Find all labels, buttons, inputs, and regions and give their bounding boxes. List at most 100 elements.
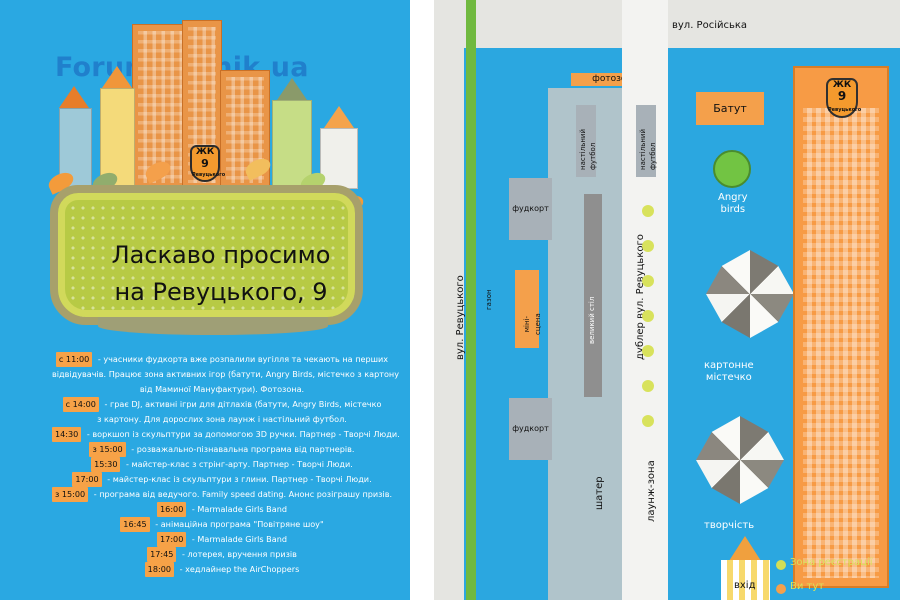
schedule-text: - учасники фудкорта вже розпалили вугілл… — [95, 354, 389, 364]
trampoline-block: Батут — [696, 92, 764, 125]
big-table-label: великий стіл — [588, 296, 596, 344]
event-schedule: с 11:00 - учасники фудкорта вже розпалил… — [52, 352, 400, 577]
schedule-line: 16:45 - анімаційна програма "Повітряне ш… — [52, 517, 392, 532]
map-jk9-badge: ЖК 9 Ревуцького — [826, 78, 862, 118]
schedule-time: 18:00 — [144, 562, 174, 577]
jk9-badge: ЖК 9 Ревуцького — [190, 145, 225, 182]
schedule-text: - програма від ведучого. Family speed da… — [91, 489, 393, 499]
welcome-sign: Ласкаво просимо на Ревуцького, 9 — [50, 185, 363, 335]
residential-building — [793, 66, 889, 588]
schedule-line: с 14:00 - грає DJ, активні ігри для дітл… — [52, 397, 392, 412]
schedule-line: 14:30 - воркшоп із скульптури за допомог… — [52, 427, 400, 442]
schedule-line: 15:30 - майстер-клас з стрінг-арту. Парт… — [52, 457, 392, 472]
schedule-text: від Маминої Мануфактури). Фотозона. — [139, 384, 305, 394]
mini-stage: міні-сцена — [515, 270, 542, 348]
welcome-line-1: Ласкаво просимо — [111, 241, 331, 269]
schedule-text: - Marmalade Girls Band — [189, 504, 287, 514]
lounge-seat — [642, 380, 654, 392]
welcome-line-2: на Ревуцького, 9 — [114, 278, 328, 306]
table-football-right-label: настільний футбол — [639, 128, 657, 170]
revutskoho-street-label: вул. Ревуцького — [455, 275, 466, 360]
lounge-seat — [642, 415, 654, 427]
badge-street-label: Ревуцького — [192, 172, 226, 178]
schedule-line: 18:00 - хедлайнер the AirChoppers — [52, 562, 392, 577]
schedule-time: 17:45 — [147, 547, 177, 562]
schedule-text: - анімаційна програма "Повітряне шоу" — [152, 519, 324, 529]
yellow-house-roof — [102, 66, 132, 88]
angry-birds-label: Angry birds — [718, 192, 748, 215]
schedule-time: с 11:00 — [55, 352, 93, 367]
you-are-here-label: Ви тут — [790, 581, 825, 592]
event-map: вул. Російська вул. Ревуцького газон фот… — [434, 0, 900, 600]
table-football-right: настільний футбол — [636, 105, 657, 177]
schedule-text: - розважально-пізнавальна програма від п… — [128, 444, 355, 454]
lounge-seat — [642, 310, 654, 322]
page-divider — [410, 0, 434, 600]
schedule-time: 14:30 — [52, 427, 82, 442]
mini-stage-label: міні-сцена — [523, 313, 542, 335]
schedule-line: з 15:00 - програма від ведучого. Family … — [52, 487, 392, 502]
schedule-line: з 15:00 - розважально-пізнавальна програ… — [52, 442, 392, 457]
schedule-time: 17:00 — [157, 532, 187, 547]
schedule-text: з картону. Для дорослих зона лаунж і нас… — [97, 414, 347, 424]
schedule-line: від Маминої Мануфактури). Фотозона. — [52, 382, 392, 397]
lounge-seat — [642, 205, 654, 217]
blue-house-roof — [59, 86, 89, 108]
schedule-line: 17:00 - Marmalade Girls Band — [52, 532, 392, 547]
angry-bird-icon — [713, 150, 751, 188]
map-badge-jk-label: ЖК — [832, 80, 852, 90]
revutskoho-street-road — [434, 0, 464, 600]
registration-legend-dot — [776, 560, 786, 570]
map-badge-number: 9 — [837, 89, 847, 103]
schedule-time: 15:30 — [91, 457, 121, 472]
entrance-tent — [716, 532, 774, 600]
table-football-left-label: настільний футбол — [579, 128, 597, 170]
green-house-roof — [277, 78, 307, 100]
creativity-umbrella — [696, 416, 784, 504]
white-house-illustration — [320, 128, 358, 189]
entrance-tent-body — [721, 560, 770, 600]
badge-jk-label: ЖК — [195, 147, 215, 157]
food-court-bottom: фудкорт — [509, 398, 552, 460]
entrance-tent-roof — [729, 536, 761, 561]
registration-label: Зона реєстрації — [790, 557, 873, 568]
lounge-seat — [642, 345, 654, 357]
lounge-seat — [642, 275, 654, 287]
green-house-illustration — [272, 100, 312, 190]
schedule-time: з 15:00 — [52, 487, 89, 502]
schedule-line: с 11:00 - учасники фудкорта вже розпалил… — [52, 352, 392, 367]
schedule-line: 17:45 - лотерея, вручення призів — [52, 547, 392, 562]
schedule-text: - майстер-клас з стрінг-арту. Партнер - … — [123, 459, 353, 469]
schedule-line: з картону. Для дорослих зона лаунж і нас… — [52, 412, 392, 427]
lounge-label: лаунж-зона — [646, 460, 657, 522]
badge-number: 9 — [201, 157, 209, 170]
creativity-label: творчість — [704, 520, 755, 531]
schedule-text: - хедлайнер the AirChoppers — [177, 564, 300, 574]
tall-tower-illustration — [132, 24, 190, 190]
flyer-left-panel: Forum.Domik.ua ЖК 9 Ревуцького Ласкаво п… — [0, 0, 410, 600]
schedule-text: - Marmalade Girls Band — [189, 534, 287, 544]
schedule-time: з 15:00 — [89, 442, 126, 457]
tent-label: шатер — [594, 476, 605, 510]
lawn-strip — [466, 0, 476, 600]
lounge-seat — [642, 240, 654, 252]
welcome-title: Ласкаво просимо на Ревуцького, 9 — [106, 237, 336, 311]
schedule-text: - майстер-клас із скульптури з глини. Па… — [104, 474, 372, 484]
schedule-text: - грає DJ, активні ігри для дітлахів (ба… — [101, 399, 382, 409]
schedule-time: с 14:00 — [62, 397, 99, 412]
schedule-line: 16:00 - Marmalade Girls Band — [52, 502, 392, 517]
schedule-text: - воркшоп із скульптури за допомогою 3D … — [84, 429, 400, 439]
schedule-time: 16:00 — [157, 502, 187, 517]
food-court-top: фудкорт — [509, 178, 552, 240]
lawn-label: газон — [485, 289, 493, 310]
top-street-label: вул. Російська — [672, 20, 748, 31]
table-football-left: настільний футбол — [576, 105, 597, 177]
map-badge-street-label: Ревуцького — [828, 107, 862, 113]
big-table — [584, 194, 602, 397]
cardboard-town-umbrella — [706, 250, 794, 338]
schedule-line: 17:00 - майстер-клас із скульптури з гли… — [52, 472, 392, 487]
service-road — [622, 0, 668, 600]
you-are-here-dot — [776, 584, 786, 594]
cardboard-town-label: картонне містечко — [704, 360, 754, 383]
entrance-label: вхід — [734, 580, 756, 591]
